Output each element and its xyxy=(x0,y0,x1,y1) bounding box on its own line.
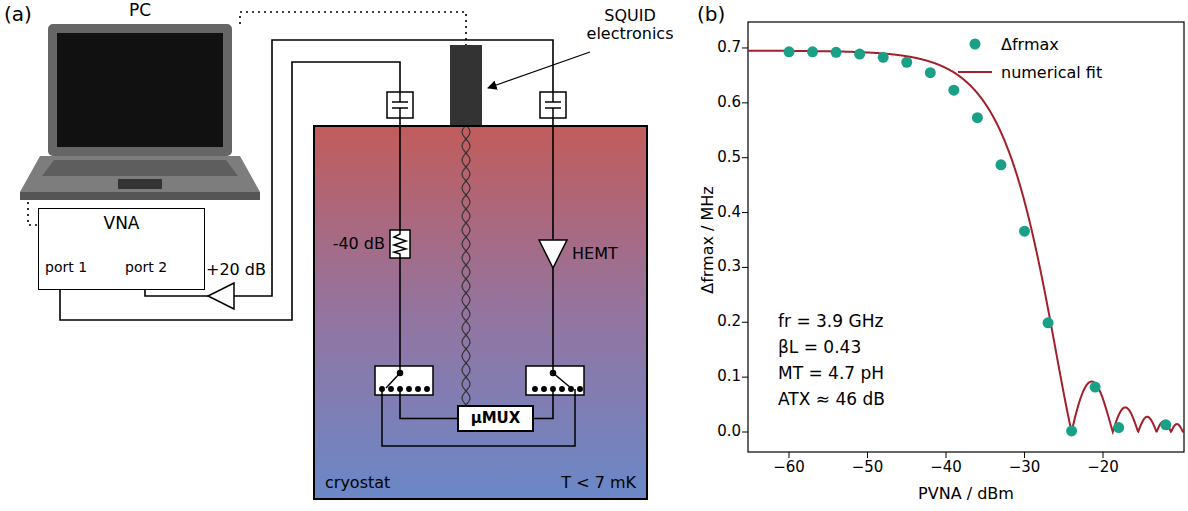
tick-mark xyxy=(946,452,947,458)
data-point xyxy=(972,112,983,123)
parameter-label: ATX ≈ 46 dB xyxy=(778,390,885,410)
legend-entry: numerical fit xyxy=(955,58,1102,86)
rf-switch xyxy=(526,366,584,395)
tick-mark xyxy=(742,432,748,433)
tick-label: 0.3 xyxy=(717,259,741,276)
legend-entry: Δfrmax xyxy=(955,30,1102,58)
tick-mark xyxy=(742,267,748,268)
tick-label: 0.5 xyxy=(717,149,741,166)
feedthrough-capacitor xyxy=(387,92,413,118)
node-text: cryostat xyxy=(325,474,390,492)
connector xyxy=(28,202,38,225)
rf-switch xyxy=(375,366,433,395)
legend-text: numerical fit xyxy=(1001,63,1102,82)
tick-mark xyxy=(742,102,748,103)
annotation-label: (b) xyxy=(697,3,725,26)
hemt-amplifier xyxy=(539,240,567,268)
tick-label: 0.1 xyxy=(717,369,741,386)
annotation-label: +20 dB xyxy=(206,261,266,279)
data-point xyxy=(1090,382,1101,393)
squid-electronics-box: SQUID electronics xyxy=(450,45,482,125)
bypass-wire xyxy=(382,395,575,446)
tick-label: 0.2 xyxy=(717,314,741,331)
data-point xyxy=(948,85,959,96)
axis-label: PVNA / dBm xyxy=(918,485,1014,503)
data-point xyxy=(831,47,842,58)
tick-label: −20 xyxy=(1087,459,1119,476)
connector xyxy=(462,125,470,405)
axis-label: Δfrmax / MHz xyxy=(699,186,717,294)
node-text: port 1 xyxy=(45,259,87,275)
node-text: T < 7 mK xyxy=(561,474,636,492)
tick-mark xyxy=(742,377,748,378)
cryostat-box: cryostat T < 7 mK μMUX xyxy=(313,125,648,500)
chart-plot xyxy=(742,22,1188,458)
fit-curve xyxy=(748,51,1184,432)
data-point xyxy=(807,46,818,57)
vna-box: VNA port 1 port 2 xyxy=(38,208,205,290)
tick-label: −50 xyxy=(852,459,884,476)
tick-mark xyxy=(742,47,748,48)
data-point xyxy=(925,67,936,78)
legend-sample xyxy=(955,62,995,82)
data-point xyxy=(1019,226,1030,237)
amplifier-symbol xyxy=(208,283,234,309)
node-text: μMUX xyxy=(471,410,521,427)
feedthrough-capacitor xyxy=(540,92,566,118)
tick-mark xyxy=(742,322,748,323)
plot-frame xyxy=(748,22,1184,452)
tick-label: −40 xyxy=(930,459,962,476)
tick-label: −30 xyxy=(1009,459,1041,476)
data-point xyxy=(901,57,912,68)
tick-mark xyxy=(742,212,748,213)
data-point xyxy=(1066,425,1077,436)
legend-text: Δfrmax xyxy=(1001,35,1059,54)
data-point xyxy=(878,52,889,63)
data-point xyxy=(854,49,865,60)
laptop-drawing xyxy=(20,24,260,202)
parameter-label: βL = 0.43 xyxy=(778,338,861,358)
parameter-label: fr = 3.9 GHz xyxy=(778,312,883,332)
parameter-label: MT = 4.7 pH xyxy=(778,364,884,384)
annotation-label: -40 dB xyxy=(333,235,385,253)
tick-mark xyxy=(1024,452,1025,458)
data-point xyxy=(784,46,795,57)
leader-arrow xyxy=(488,52,590,88)
data-point xyxy=(1113,422,1124,433)
tick-mark xyxy=(742,157,748,158)
connector-path xyxy=(462,125,470,405)
tick-mark xyxy=(1103,452,1104,458)
chart-legend: Δfrmax numerical fit xyxy=(955,30,1102,86)
data-point xyxy=(995,159,1006,170)
node-text: VNA xyxy=(104,214,140,234)
cryostat-fill xyxy=(313,125,648,500)
tick-label: 0.6 xyxy=(717,94,741,111)
data-point xyxy=(1160,419,1171,430)
connector-path xyxy=(28,202,38,225)
attenuator-symbol xyxy=(390,230,410,258)
node-text: SQUID electronics xyxy=(568,7,692,44)
computer-node: PC xyxy=(20,24,260,202)
mux-box: μMUX xyxy=(457,405,534,432)
annotation-label: (a) xyxy=(4,3,32,26)
tick-label: 0.7 xyxy=(717,39,741,56)
node-text: port 2 xyxy=(125,259,167,275)
node-text: PC xyxy=(129,1,151,21)
twisted-wire xyxy=(462,125,470,405)
annotation-label: HEMT xyxy=(572,245,618,263)
tick-label: −60 xyxy=(773,459,805,476)
tick-mark xyxy=(789,452,790,458)
tick-label: 0.0 xyxy=(717,423,741,440)
tick-label: 0.4 xyxy=(717,204,741,221)
legend-sample xyxy=(955,34,995,54)
tick-mark xyxy=(867,452,868,458)
data-point xyxy=(1043,317,1054,328)
